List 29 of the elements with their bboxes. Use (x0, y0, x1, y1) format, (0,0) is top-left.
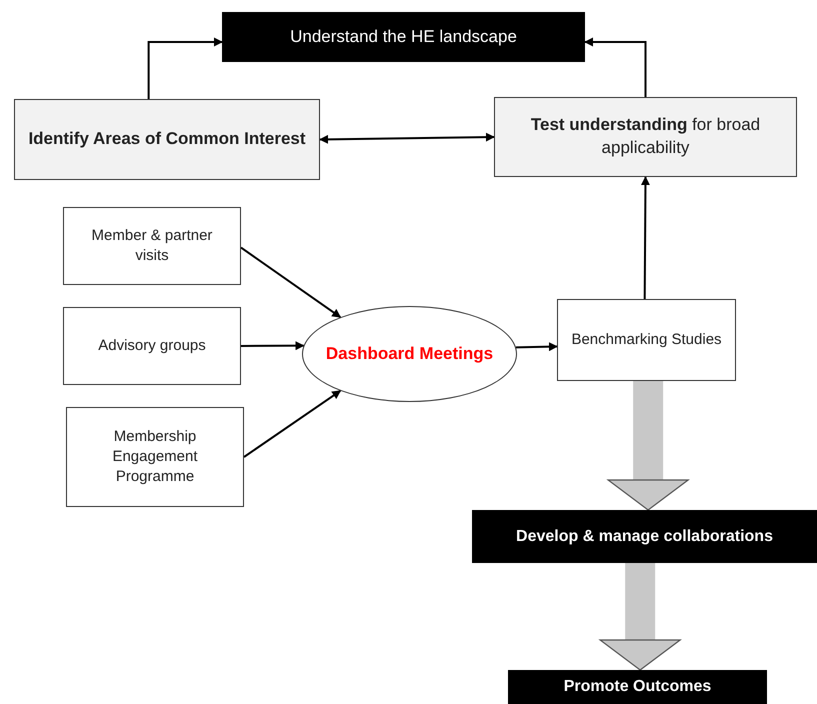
heading-box (222, 12, 585, 62)
arrow (640, 176, 650, 299)
process-box (63, 307, 241, 385)
block-arrow (608, 381, 689, 511)
arrow (319, 132, 495, 144)
node-label: Develop & manage collaborations (516, 526, 773, 547)
arrow (148, 38, 223, 99)
arrow (516, 342, 558, 352)
node-label: Benchmarking Studies (571, 330, 722, 350)
node-label: Understand the HE landscape (290, 26, 517, 48)
node-label: Dashboard Meetings (326, 342, 494, 365)
process-box (557, 299, 736, 381)
arrow (240, 246, 342, 318)
process-box (14, 99, 320, 180)
node-label: Advisory groups (98, 336, 206, 356)
heading-box (508, 670, 767, 704)
node-label: Identify Areas of Common Interest (28, 128, 306, 150)
arrow (584, 38, 646, 97)
process-box (66, 407, 244, 507)
arrow (243, 390, 342, 458)
node-label: Membership Engagement Programme (111, 426, 199, 488)
heading-box (472, 510, 817, 563)
process-box (63, 207, 241, 285)
node-label: Member & partner visits (90, 226, 214, 266)
node-label: Promote Outcomes (564, 677, 712, 698)
node-label: Test understanding for broad applicability (530, 114, 762, 159)
process-box (494, 97, 797, 177)
block-arrow (600, 563, 681, 671)
arrow (241, 341, 305, 350)
